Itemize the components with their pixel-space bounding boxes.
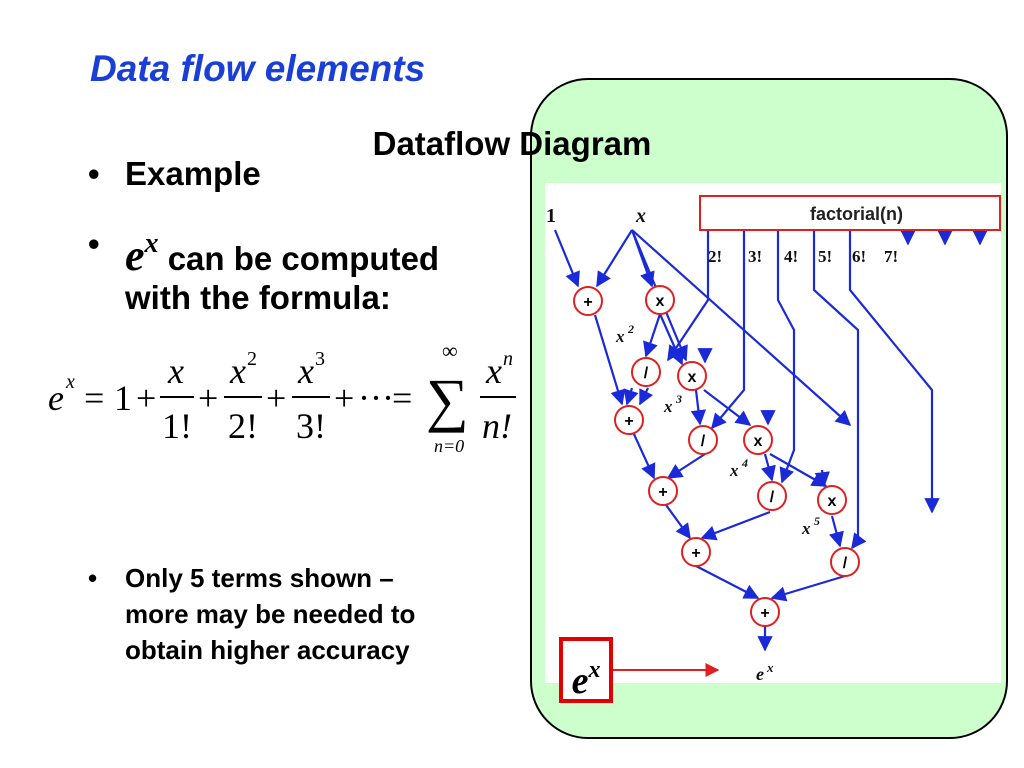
formula-num: x bbox=[485, 351, 502, 391]
formula-equals: = bbox=[84, 378, 104, 418]
svg-text:6!: 6! bbox=[852, 247, 866, 266]
diagram-canvas: factorial(n) 2! 3! 4! 5! 6! 7! 1 x x 2 x… bbox=[545, 183, 1001, 684]
svg-text:x: x bbox=[615, 327, 625, 346]
bullet-note-line-1: Only 5 terms shown – bbox=[125, 563, 394, 593]
formula-equals: = bbox=[392, 378, 412, 418]
formula-num: x bbox=[167, 351, 184, 391]
multiply-node: x bbox=[817, 485, 847, 515]
bullet-line-1: ex can be computed bbox=[125, 222, 439, 281]
svg-text:/: / bbox=[770, 489, 775, 506]
svg-text:4: 4 bbox=[741, 456, 748, 470]
formula-one: 1 bbox=[114, 378, 132, 418]
svg-text:5: 5 bbox=[814, 514, 820, 528]
multiply-node: x bbox=[645, 285, 675, 315]
formula-num: x bbox=[297, 351, 314, 391]
ex-taylor-formula: e x = 1 + x 1! + x 2 2! + x 3 3! + ··· =… bbox=[48, 340, 516, 456]
sum-lower: n=0 bbox=[434, 436, 464, 456]
bullet-dot: • bbox=[88, 155, 100, 192]
add-node: + bbox=[681, 537, 711, 567]
factorial-outputs: 2! 3! 4! 5! 6! 7! bbox=[708, 247, 898, 266]
bullet-text: Example bbox=[125, 155, 261, 192]
formula-plus: + bbox=[266, 378, 286, 418]
svg-text:x: x bbox=[828, 493, 837, 510]
dataflow-diagram: factorial(n) 2! 3! 4! 5! 6! 7! 1 x x 2 x… bbox=[546, 195, 1001, 684]
bullet-note-line-3: obtain higher accuracy bbox=[125, 635, 410, 665]
output-base: e bbox=[756, 664, 764, 683]
svg-text:x: x bbox=[688, 369, 697, 386]
formula-exp: 2 bbox=[247, 348, 257, 370]
svg-text:x: x bbox=[754, 433, 763, 450]
bullet-dot: • bbox=[88, 225, 100, 262]
formula-lhs: e bbox=[48, 378, 64, 418]
svg-text:x: x bbox=[663, 397, 673, 416]
svg-text:5!: 5! bbox=[818, 247, 832, 266]
input-one: 1 bbox=[546, 205, 556, 227]
add-node: + bbox=[648, 476, 678, 506]
divide-node: / bbox=[757, 481, 787, 511]
formula-plus: + bbox=[334, 378, 354, 418]
bullet-text: can be computed bbox=[167, 240, 440, 277]
formula-den: 3! bbox=[296, 406, 326, 446]
svg-text:3: 3 bbox=[675, 392, 682, 406]
input-x: x bbox=[635, 205, 646, 227]
svg-text:+: + bbox=[760, 605, 769, 622]
sum-sigma: ∑ bbox=[426, 367, 469, 433]
bullet-line-2: with the formula: bbox=[125, 279, 391, 316]
flow-arrows bbox=[553, 229, 988, 652]
slide-title: Data flow elements bbox=[90, 48, 426, 89]
svg-text:+: + bbox=[624, 413, 633, 430]
operator-nodes: + x / x + / x + / x + / + bbox=[573, 285, 860, 627]
svg-text:x: x bbox=[729, 461, 739, 480]
bullet-note-line-2: more may be needed to bbox=[125, 599, 416, 629]
svg-text:/: / bbox=[843, 555, 848, 572]
formula-dots: ··· bbox=[358, 378, 394, 418]
ex-result-box: ex bbox=[559, 637, 613, 703]
svg-text:+: + bbox=[691, 545, 700, 562]
formula-plus: + bbox=[136, 378, 156, 418]
power-labels: x 2 x 3 x 4 x 5 bbox=[615, 322, 820, 538]
svg-text:+: + bbox=[583, 294, 592, 311]
svg-text:4!: 4! bbox=[784, 247, 798, 266]
divide-node: / bbox=[688, 425, 718, 455]
svg-text:2: 2 bbox=[627, 322, 634, 336]
add-node: + bbox=[750, 597, 780, 627]
svg-text:/: / bbox=[644, 365, 649, 382]
ex-symbol: ex bbox=[125, 228, 159, 280]
svg-text:7!: 7! bbox=[884, 247, 898, 266]
ex-result-symbol: ex bbox=[571, 657, 601, 702]
formula-exp: 3 bbox=[315, 348, 325, 370]
svg-text:2!: 2! bbox=[708, 247, 722, 266]
divide-node: / bbox=[631, 357, 661, 387]
svg-text:3!: 3! bbox=[748, 247, 762, 266]
factorial-label: factorial(n) bbox=[810, 204, 903, 224]
add-node: + bbox=[573, 286, 603, 316]
add-node: + bbox=[614, 405, 644, 435]
sum-upper: ∞ bbox=[442, 340, 458, 363]
formula-lhs-exp: x bbox=[65, 371, 75, 393]
multiply-node: x bbox=[677, 361, 707, 391]
divide-node: / bbox=[830, 547, 860, 577]
svg-text:x: x bbox=[801, 519, 811, 538]
svg-text:x: x bbox=[656, 293, 665, 310]
multiply-node: x bbox=[743, 425, 773, 455]
formula-num: x bbox=[229, 351, 246, 391]
formula-exp: n bbox=[503, 348, 513, 370]
formula-den: 2! bbox=[228, 406, 258, 446]
formula-plus: + bbox=[198, 378, 218, 418]
svg-text:/: / bbox=[701, 433, 706, 450]
formula-den: 1! bbox=[162, 406, 192, 446]
svg-text:+: + bbox=[658, 484, 667, 501]
panel-title: Dataflow Diagram bbox=[372, 125, 652, 162]
bullet-dot: • bbox=[88, 563, 98, 593]
factorial-block bbox=[699, 195, 1001, 231]
output-exp: x bbox=[766, 660, 774, 675]
formula-den: n! bbox=[482, 406, 512, 446]
